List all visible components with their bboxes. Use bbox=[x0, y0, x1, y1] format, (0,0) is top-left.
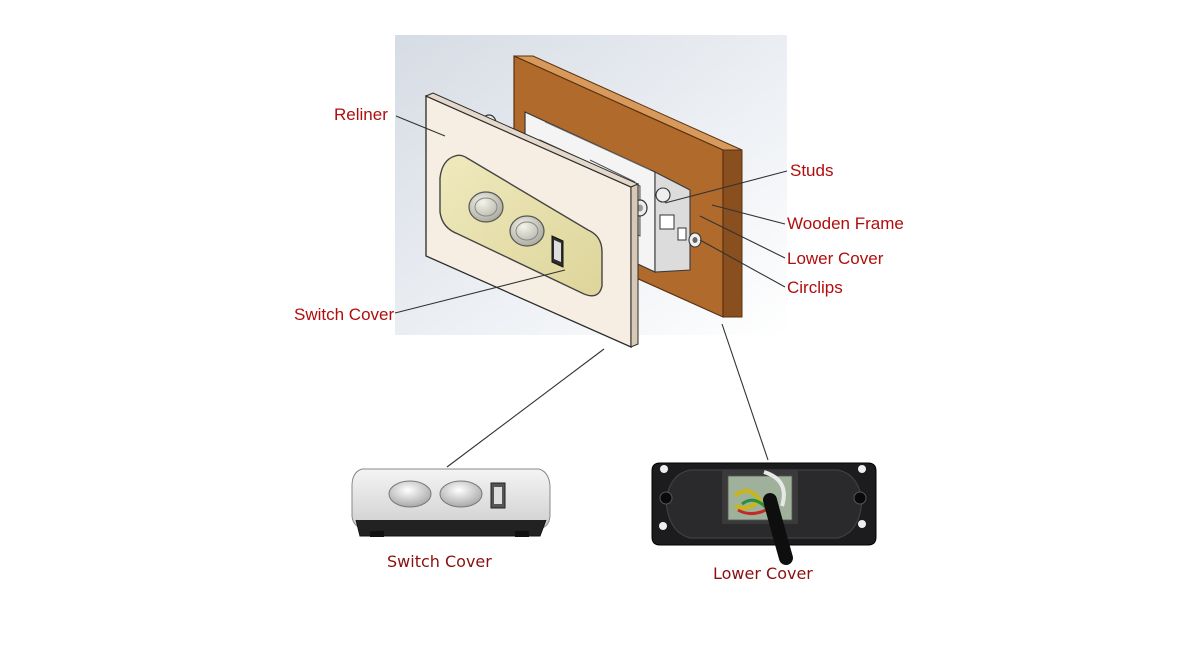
label-wooden-frame: Wooden Frame bbox=[787, 214, 904, 233]
lower-cover-photo bbox=[651, 462, 877, 565]
switch-button-1 bbox=[468, 191, 504, 223]
label-lower-cover: Lower Cover bbox=[787, 249, 884, 268]
label-reliner: Reliner bbox=[334, 105, 388, 124]
circlips bbox=[688, 232, 702, 248]
switch-button-2 bbox=[509, 215, 545, 247]
label-switch-cover: Switch Cover bbox=[294, 305, 395, 324]
label-circlips: Circlips bbox=[787, 278, 843, 297]
caption-lower-cover: Lower Cover bbox=[713, 564, 813, 583]
caption-switch-cover: Switch Cover bbox=[387, 552, 492, 571]
switch-cover-photo bbox=[351, 468, 551, 537]
label-studs: Studs bbox=[790, 161, 834, 180]
switch-cover-plate bbox=[439, 154, 603, 297]
leader-lines bbox=[394, 115, 788, 468]
